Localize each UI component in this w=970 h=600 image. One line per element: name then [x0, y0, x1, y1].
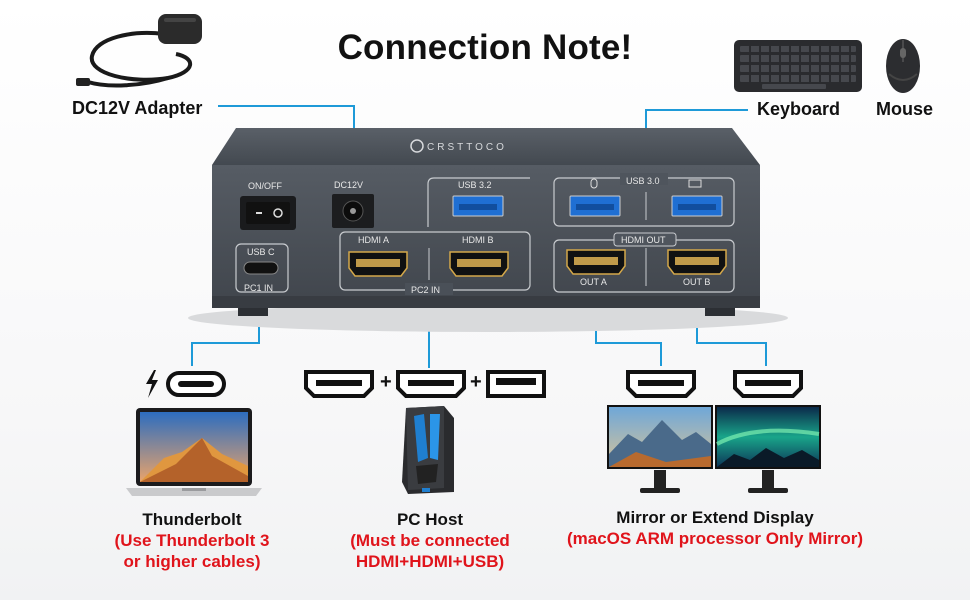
hdmi-out-label: HDMI OUT: [621, 235, 666, 245]
hdmi-a-label: HDMI A: [358, 235, 389, 245]
hdmi-b-label: HDMI B: [462, 235, 494, 245]
hdmi-out-a-plug-icon: [626, 370, 696, 398]
plus-sign-1: +: [380, 371, 392, 393]
brand-text: CRSTTOCO: [427, 142, 507, 153]
pc2-in-label: PC2 IN: [411, 285, 440, 295]
monitor-a-icon: [607, 405, 713, 493]
out-b-label: OUT B: [683, 277, 710, 287]
out-a-label: OUT A: [580, 277, 607, 287]
plus-sign-2: +: [470, 371, 482, 393]
hdmi-out-b-plug-icon: [733, 370, 803, 398]
monitor-b-icon: [715, 405, 821, 493]
thunderbolt-note-1: (Use Thunderbolt 3: [114, 531, 270, 550]
dc-port-label: DC12V: [334, 180, 363, 190]
pc-host-caption: PC Host (Must be connected HDMI+HDMI+USB…: [334, 509, 526, 572]
thunderbolt-caption: Thunderbolt (Use Thunderbolt 3 or higher…: [96, 509, 288, 572]
usb30-label: USB 3.0: [626, 176, 660, 186]
thunderbolt-note-2: or higher cables): [123, 552, 261, 571]
thunderbolt-icon: [146, 370, 226, 398]
usb-c-label: USB C: [247, 247, 275, 257]
thunderbolt-title: Thunderbolt: [142, 510, 242, 529]
pc1-in-label: PC1 IN: [244, 283, 273, 293]
keyboard-icon: [734, 40, 862, 92]
pc-host-note-2: HDMI+HDMI+USB): [355, 552, 505, 571]
pc-tower-icon: [402, 406, 454, 494]
display-note: (macOS ARM processor Only Mirror): [567, 529, 863, 548]
display-title: Mirror or Extend Display: [616, 508, 814, 527]
keyboard-label: Keyboard: [757, 99, 841, 119]
display-caption: Mirror or Extend Display (macOS ARM proc…: [545, 507, 885, 549]
pc-host-title: PC Host: [396, 510, 464, 529]
page-title: Connection Note!: [337, 28, 633, 67]
pc-host-note-1: (Must be connected: [350, 531, 510, 550]
power-adapter-icon: [76, 14, 202, 88]
pc-cable-icons: [304, 370, 546, 398]
laptop-icon: [126, 408, 262, 496]
power-switch-label: ON/OFF: [248, 181, 282, 191]
kvm-switch-device: CRSTTOCO ON/OFF DC12V USB C PC1 IN USB 3…: [188, 128, 788, 332]
mouse-label: Mouse: [876, 99, 934, 119]
adapter-label: DC12V Adapter: [72, 98, 203, 118]
mouse-icon: [886, 39, 920, 93]
usb32-label: USB 3.2: [458, 180, 492, 190]
